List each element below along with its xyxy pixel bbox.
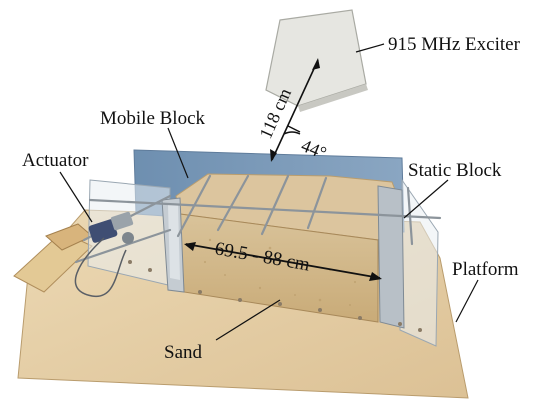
actuator-device xyxy=(88,211,134,244)
exciter-label: 915 MHz Exciter xyxy=(388,34,521,55)
angle-marker xyxy=(283,125,301,135)
sand-texture xyxy=(203,238,357,306)
exciter-antenna xyxy=(265,9,368,112)
actuator-label: Actuator xyxy=(22,150,89,171)
actuator-cable xyxy=(74,237,127,297)
sand-label: Sand xyxy=(164,342,203,363)
mobile-block-face xyxy=(168,205,180,280)
leader-lines xyxy=(59,43,479,341)
base-screws xyxy=(128,260,422,332)
platform-label: Platform xyxy=(452,259,519,280)
distance-label: 118 cm xyxy=(255,85,295,141)
static-block xyxy=(377,185,405,329)
range-arrow xyxy=(184,242,382,281)
static-block-label: Static Block xyxy=(408,160,502,181)
distance-arrow xyxy=(270,58,320,162)
mobile-block-label: Mobile Block xyxy=(100,108,206,129)
guide-rods xyxy=(74,174,442,264)
